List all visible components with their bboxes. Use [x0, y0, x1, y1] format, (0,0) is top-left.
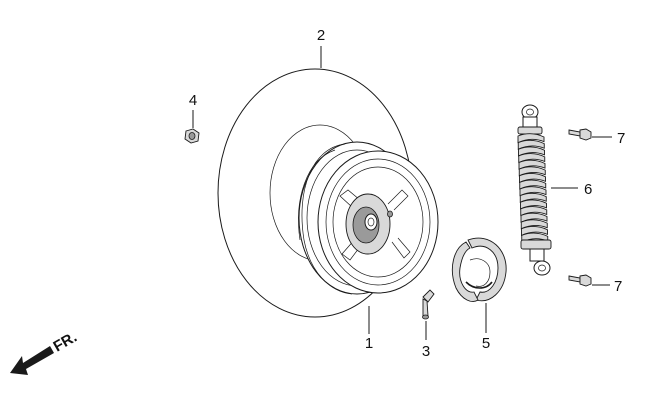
wheel-rim	[298, 141, 439, 295]
brake-shoe-set	[452, 237, 507, 302]
front-arrow-icon	[10, 346, 54, 375]
callout-7-lower: 7	[614, 278, 622, 295]
shock-spring	[517, 133, 549, 243]
callout-3: 3	[422, 343, 430, 360]
rear-shock-absorber	[517, 104, 552, 276]
callout-5: 5	[482, 335, 490, 352]
axle-nut	[184, 128, 200, 144]
shock-mount-bolt-upper	[568, 128, 592, 141]
callout-1: 1	[365, 335, 373, 352]
shock-mount-bolt-lower	[568, 274, 592, 287]
front-direction-indicator: FR.	[10, 329, 80, 375]
valve-stem	[422, 289, 435, 320]
front-label: FR.	[51, 329, 80, 356]
callout-2: 2	[317, 27, 325, 44]
leader-lines	[192, 46, 612, 340]
callout-7-upper: 7	[617, 130, 625, 147]
callout-4: 4	[189, 92, 197, 109]
callout-6: 6	[584, 181, 592, 198]
